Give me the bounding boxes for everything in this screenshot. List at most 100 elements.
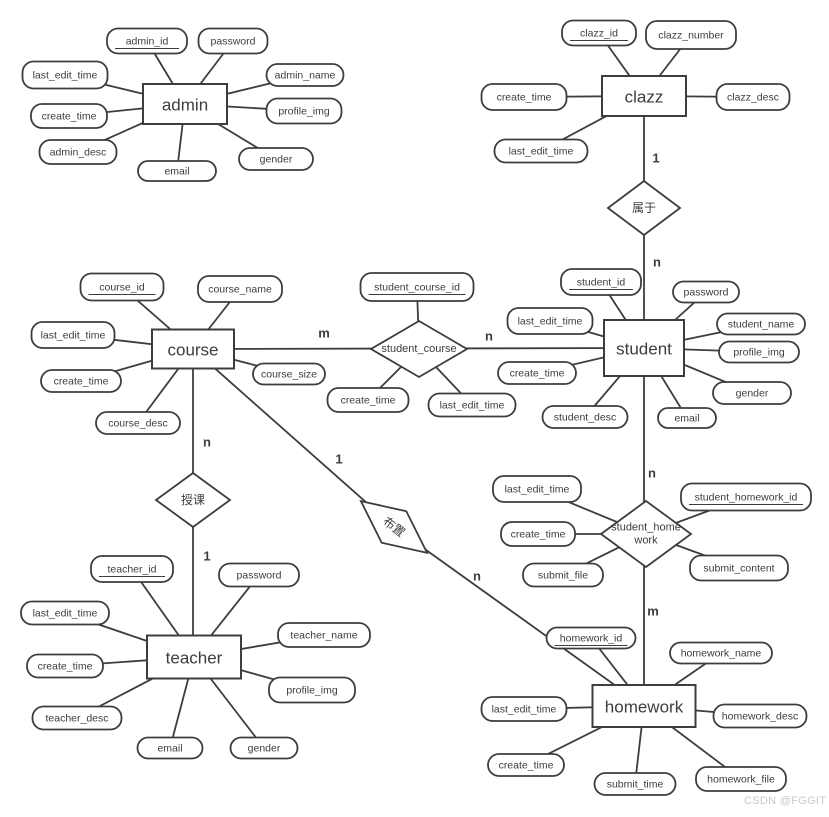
attribute-pill-student_name <box>716 312 806 336</box>
attribute-homework-homework_file: homework_file <box>695 766 787 792</box>
attribute-course-create_time: create_time <box>40 369 122 393</box>
relationship-diamond-assigns <box>359 499 429 555</box>
relationship-label-student_homework: work <box>633 535 658 547</box>
attribute-course-course_size: course_size <box>252 362 326 386</box>
attribute-admin-profile_img: profile_img <box>265 97 343 125</box>
relationship-label-student_course: student_course <box>381 343 456 355</box>
attribute-pill-create_time <box>497 361 577 385</box>
attribute-label-admin_id: admin_id <box>126 36 169 48</box>
attribute-teacher-email: email <box>136 736 204 760</box>
attribute-teacher-last_edit_time: last_edit_time <box>20 600 110 626</box>
attribute-label-gender: gender <box>248 743 281 755</box>
attribute-pill-last_edit_time <box>492 475 582 503</box>
attribute-label-profile_img: profile_img <box>286 685 338 697</box>
attribute-pill-create_time <box>40 369 122 393</box>
attribute-admin-gender: gender <box>238 147 314 171</box>
attribute-label-homework_desc: homework_desc <box>722 711 798 723</box>
attribute-pill-admin_name <box>265 63 345 87</box>
attribute-pill-clazz_number <box>645 20 737 50</box>
attribute-label-submit_time: submit_time <box>607 779 664 791</box>
attribute-label-gender: gender <box>736 388 769 400</box>
attribute-clazz-clazz_number: clazz_number <box>645 20 737 50</box>
attribute-label-clazz_id: clazz_id <box>580 28 618 40</box>
attribute-pill-create_time <box>480 83 568 111</box>
attribute-label-email: email <box>157 743 182 755</box>
attribute-student_homework-create_time: create_time <box>500 521 576 547</box>
entity-box-teacher <box>146 634 242 680</box>
attribute-admin-create_time: create_time <box>30 103 108 129</box>
cardinality-label-student-student_homework-homework-m: m <box>647 604 659 619</box>
attribute-pill-admin_id <box>106 27 188 55</box>
cardinality-label-course-teaches-teacher-n: n <box>203 435 211 450</box>
attribute-student-password: password <box>672 280 740 304</box>
attribute-label-admin_desc: admin_desc <box>50 147 107 159</box>
attribute-pill-submit_time <box>593 772 677 796</box>
attribute-label-gender: gender <box>260 154 293 166</box>
attribute-teacher-create_time: create_time <box>26 653 104 679</box>
attribute-student-create_time: create_time <box>497 361 577 385</box>
attribute-course-course_id: course_id <box>79 272 165 302</box>
attribute-pill-create_time <box>26 653 104 679</box>
attribute-pill-gender <box>238 147 314 171</box>
attribute-label-password: password <box>684 287 729 299</box>
attribute-label-last_edit_time: last_edit_time <box>33 608 98 620</box>
attribute-course-last_edit_time: last_edit_time <box>30 321 116 349</box>
attribute-label-create_time: create_time <box>497 92 552 104</box>
attribute-pill-create_time <box>487 753 565 777</box>
attribute-pill-teacher_desc <box>31 705 123 731</box>
attribute-pill-email <box>137 160 217 182</box>
attribute-pill-password <box>672 280 740 304</box>
attribute-homework-submit_time: submit_time <box>593 772 677 796</box>
relationship-diamond-student_course <box>369 319 469 379</box>
attribute-pill-last_edit_time <box>30 321 116 349</box>
attribute-label-teacher_id: teacher_id <box>107 564 156 576</box>
attribute-label-last_edit_time: last_edit_time <box>440 400 505 412</box>
attribute-pill-teacher_name <box>277 622 371 648</box>
entity-homework: homework <box>591 684 697 728</box>
attribute-clazz-last_edit_time: last_edit_time <box>493 138 589 164</box>
cardinality-label-clazz-belongs_to-student-1: 1 <box>652 151 659 166</box>
attribute-label-last_edit_time: last_edit_time <box>509 146 574 158</box>
attribute-pill-course_id <box>79 272 165 302</box>
entity-label-admin: admin <box>162 96 208 115</box>
attribute-pill-create_time <box>30 103 108 129</box>
edge-course-assigns-homework <box>192 348 645 707</box>
attribute-student-student_desc: student_desc <box>541 405 629 429</box>
entity-box-course <box>151 328 235 370</box>
attribute-label-student_course_id: student_course_id <box>374 282 460 294</box>
relationship-student_homework: student_homework <box>599 499 693 569</box>
entity-admin: admin <box>142 83 228 125</box>
entity-box-clazz <box>601 75 687 117</box>
attribute-label-create_time: create_time <box>511 529 566 541</box>
attribute-teacher-teacher_id: teacher_id <box>90 555 174 583</box>
attribute-pill-course_size <box>252 362 326 386</box>
cardinality-label-course-assigns-homework-n: n <box>473 569 481 584</box>
attribute-label-student_homework_id: student_homework_id <box>695 492 798 504</box>
attribute-pill-teacher_id <box>90 555 174 583</box>
attribute-admin-email: email <box>137 160 217 182</box>
attribute-pill-admin_desc <box>38 139 118 165</box>
attribute-student_course-last_edit_time: last_edit_time <box>427 392 517 418</box>
attribute-label-homework_file: homework_file <box>707 774 775 786</box>
attribute-label-last_edit_time: last_edit_time <box>518 316 583 328</box>
attribute-label-homework_name: homework_name <box>681 648 762 660</box>
entity-box-homework <box>591 684 697 728</box>
relationship-student_course: student_course <box>369 319 469 379</box>
attribute-homework-homework_name: homework_name <box>669 641 773 665</box>
attribute-label-student_name: student_name <box>728 319 795 331</box>
attribute-student-profile_img: profile_img <box>718 340 800 364</box>
attribute-label-profile_img: profile_img <box>733 347 785 359</box>
attribute-admin-admin_name: admin_name <box>265 63 345 87</box>
attribute-course-course_name: course_name <box>197 275 283 303</box>
relationship-assigns: 布置 <box>359 499 429 555</box>
entity-label-homework: homework <box>605 698 684 717</box>
attribute-label-create_time: create_time <box>510 368 565 380</box>
attribute-pill-homework_file <box>695 766 787 792</box>
attribute-pill-submit_content <box>689 554 789 582</box>
attribute-teacher-teacher_name: teacher_name <box>277 622 371 648</box>
attribute-teacher-password: password <box>218 562 300 588</box>
attribute-label-create_time: create_time <box>499 760 554 772</box>
attribute-label-submit_content: submit_content <box>703 563 774 575</box>
attribute-pill-profile_img <box>718 340 800 364</box>
relationship-belongs_to: 属于 <box>606 179 682 237</box>
